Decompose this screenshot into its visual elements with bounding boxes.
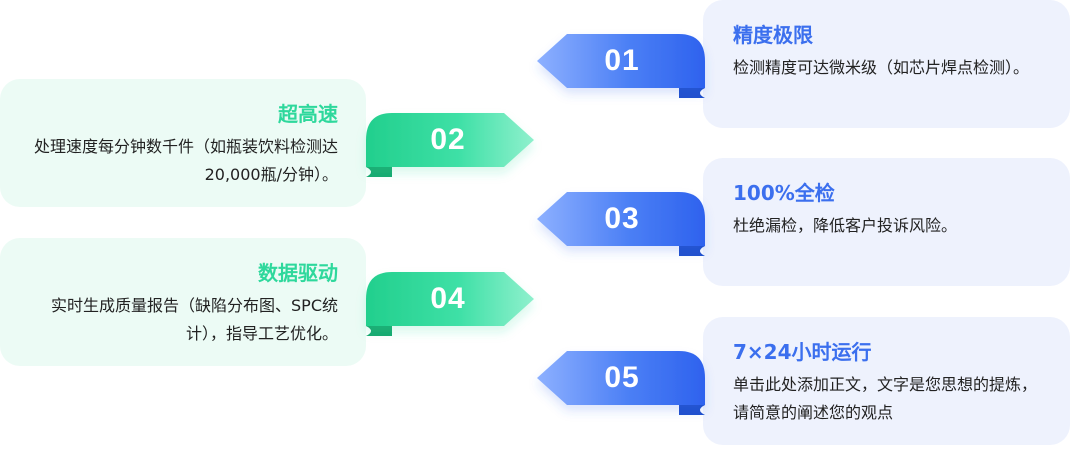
card-item-04: 数据驱动 实时生成质量报告（缺陷分布图、SPC统计），指导工艺优化。 [0,238,366,366]
number-ribbon-02: 02 [366,113,534,179]
number-ribbon-05: 05 [537,351,705,417]
card-item-01: 精度极限 检测精度可达微米级（如芯片焊点检测）。 [703,0,1070,128]
card-description: 处理速度每分钟数千件（如瓶装饮料检测达20,000瓶/分钟）。 [33,137,338,184]
card-description: 单击此处添加正文，文字是您思想的提炼，请简意的阐述您的观点 [733,375,1038,422]
card-title: 超高速 [278,102,338,126]
card-title: 100%全检 [733,181,835,205]
ribbon-number: 02 [430,123,466,156]
number-ribbon-04: 04 [366,272,534,338]
card-item-03: 100%全检 杜绝漏检，降低客户投诉风险。 [703,158,1070,286]
ribbon-number: 03 [604,202,640,235]
card-item-05: 7×24小时运行 单击此处添加正文，文字是您思想的提炼，请简意的阐述您的观点 [703,317,1070,445]
card-title: 数据驱动 [258,261,338,285]
card-item-02: 超高速 处理速度每分钟数千件（如瓶装饮料检测达20,000瓶/分钟）。 [0,79,366,207]
number-ribbon-01: 01 [537,34,705,100]
card-title: 精度极限 [733,23,813,47]
ribbon-number: 01 [604,44,640,77]
number-ribbon-03: 03 [537,192,705,258]
ribbon-number: 05 [604,361,640,394]
card-description: 检测精度可达微米级（如芯片焊点检测）。 [733,58,1030,77]
card-description: 实时生成质量报告（缺陷分布图、SPC统计），指导工艺优化。 [51,296,338,343]
ribbon-number: 04 [430,282,466,315]
card-title: 7×24小时运行 [733,340,872,364]
card-description: 杜绝漏检，降低客户投诉风险。 [733,216,958,235]
